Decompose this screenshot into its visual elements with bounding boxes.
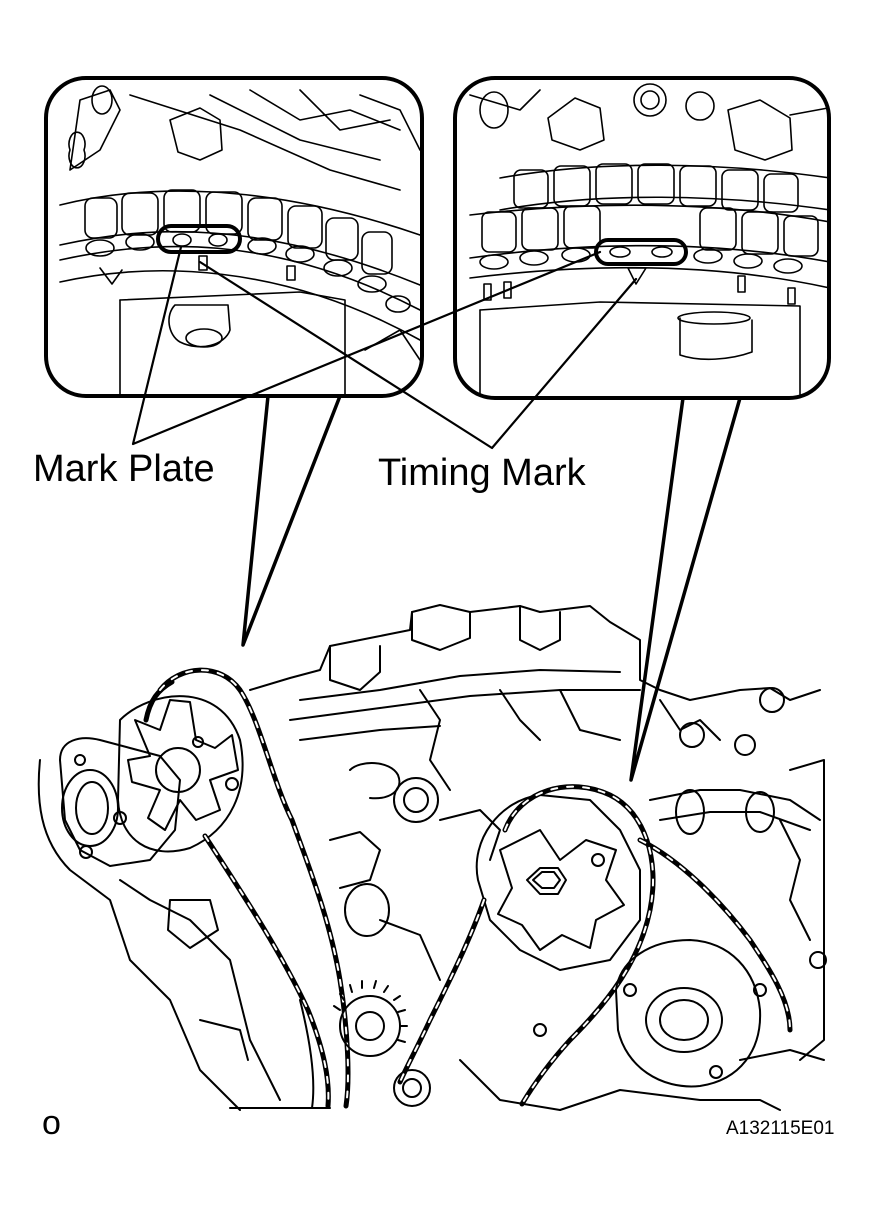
mark-plate-label: Mark Plate (33, 448, 215, 490)
left-detail-callout (46, 78, 422, 396)
engine-illustration (39, 605, 826, 1110)
figure-id-label: A132115E01 (726, 1118, 835, 1139)
timing-mark-label: Timing Mark (378, 452, 586, 494)
right-detail-callout (455, 78, 830, 398)
view-marker-label: o (42, 1104, 61, 1142)
callout-pointers (243, 396, 740, 780)
leader-lines (133, 247, 636, 448)
